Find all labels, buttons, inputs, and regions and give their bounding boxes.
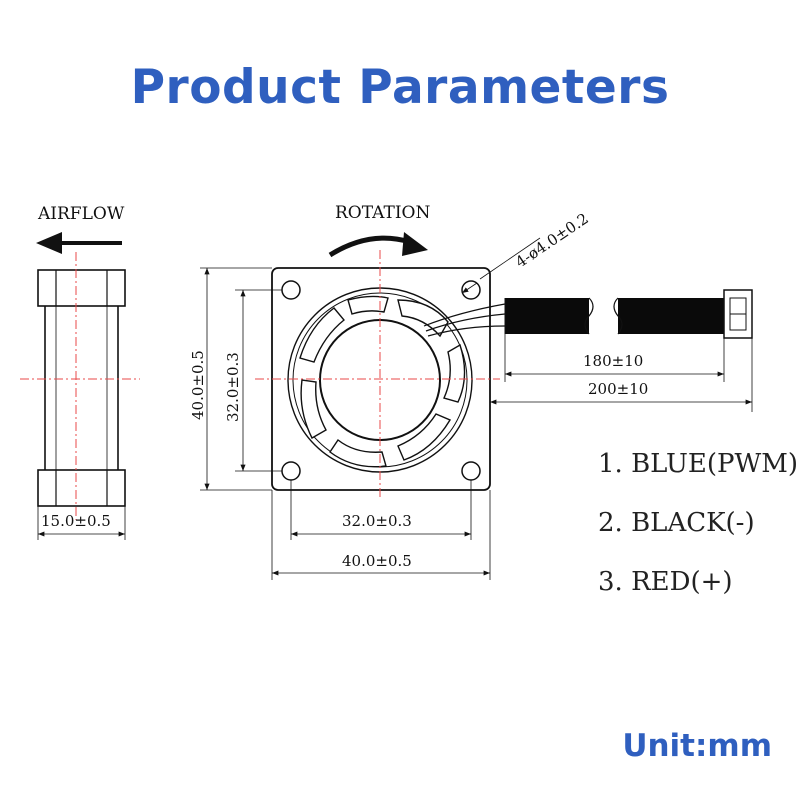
fan-blades (299, 295, 466, 468)
side-view-outline (37, 269, 126, 507)
hole-width-value: 32.0±0.3 (342, 512, 412, 530)
hole-spec-callout: 4-ø4.0±0.2 (461, 209, 592, 294)
unit-label: Unit:mm (622, 728, 772, 764)
outer-height-dimension: 40.0±0.5 (189, 267, 272, 491)
wire-item-blue: 1. BLUE(PWM) (598, 449, 798, 479)
hole-height-value: 32.0±0.3 (224, 352, 242, 422)
thickness-dimension: 15.0±0.5 (37, 506, 126, 540)
outer-height-value: 40.0±0.5 (189, 350, 207, 420)
cable-inner-length-value: 180±10 (583, 352, 643, 370)
rotation-arrow-icon (328, 232, 428, 258)
side-view: AIRFLOW 15.0±0.5 (20, 204, 140, 540)
outer-width-value: 40.0±0.5 (342, 552, 412, 570)
cable-total-length-value: 200±10 (588, 380, 648, 398)
rotation-label: ROTATION (335, 203, 430, 223)
cable (423, 297, 724, 337)
hole-width-dimension: 32.0±0.3 (290, 480, 472, 540)
hole-spec-value: 4-ø4.0±0.2 (512, 209, 592, 271)
thickness-value: 15.0±0.5 (41, 512, 111, 530)
connector-plug (723, 289, 753, 339)
airflow-arrow-icon (36, 232, 122, 254)
wire-legend: 1. BLUE(PWM) 2. BLACK(-) 3. RED(+) (598, 449, 798, 597)
wire-item-red: 3. RED(+) (598, 567, 733, 597)
cable-inner-length-dimension: 180±10 (504, 334, 725, 382)
page-title: Product Parameters (130, 60, 670, 115)
airflow-label: AIRFLOW (37, 204, 125, 224)
hole-height-dimension: 32.0±0.3 (224, 289, 282, 472)
wire-item-black: 2. BLACK(-) (598, 508, 755, 538)
cable-total-length-dimension: 200±10 (490, 338, 753, 412)
outer-width-dimension: 40.0±0.5 (271, 490, 491, 580)
